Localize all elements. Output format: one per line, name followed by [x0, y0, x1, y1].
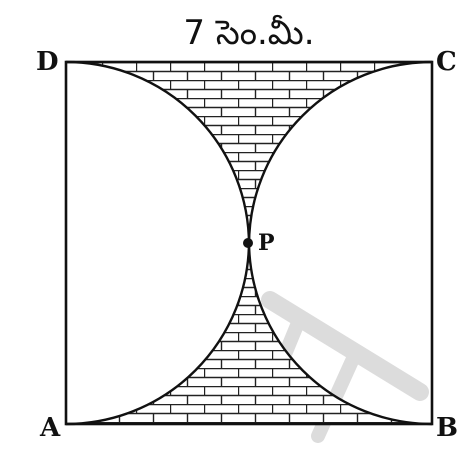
- quarter-arcs: [65, 60, 433, 426]
- vertex-label-b: B: [436, 413, 458, 443]
- arc-b: [247, 240, 433, 426]
- arc-a: [65, 240, 251, 426]
- shaded-region-top: [66, 62, 432, 245]
- vertex-label-c: C: [436, 47, 457, 77]
- vertex-label-a: A: [39, 413, 61, 443]
- dimension-label: 7 సెం.మీ.: [183, 13, 314, 53]
- arc-c: [247, 60, 433, 246]
- shaded-region-bottom: [66, 241, 432, 424]
- point-p-marker: [243, 238, 253, 248]
- arc-d: [65, 60, 251, 246]
- square-outline: [64, 60, 434, 426]
- vertex-label-d: D: [36, 47, 59, 77]
- point-label-p: P: [258, 230, 275, 256]
